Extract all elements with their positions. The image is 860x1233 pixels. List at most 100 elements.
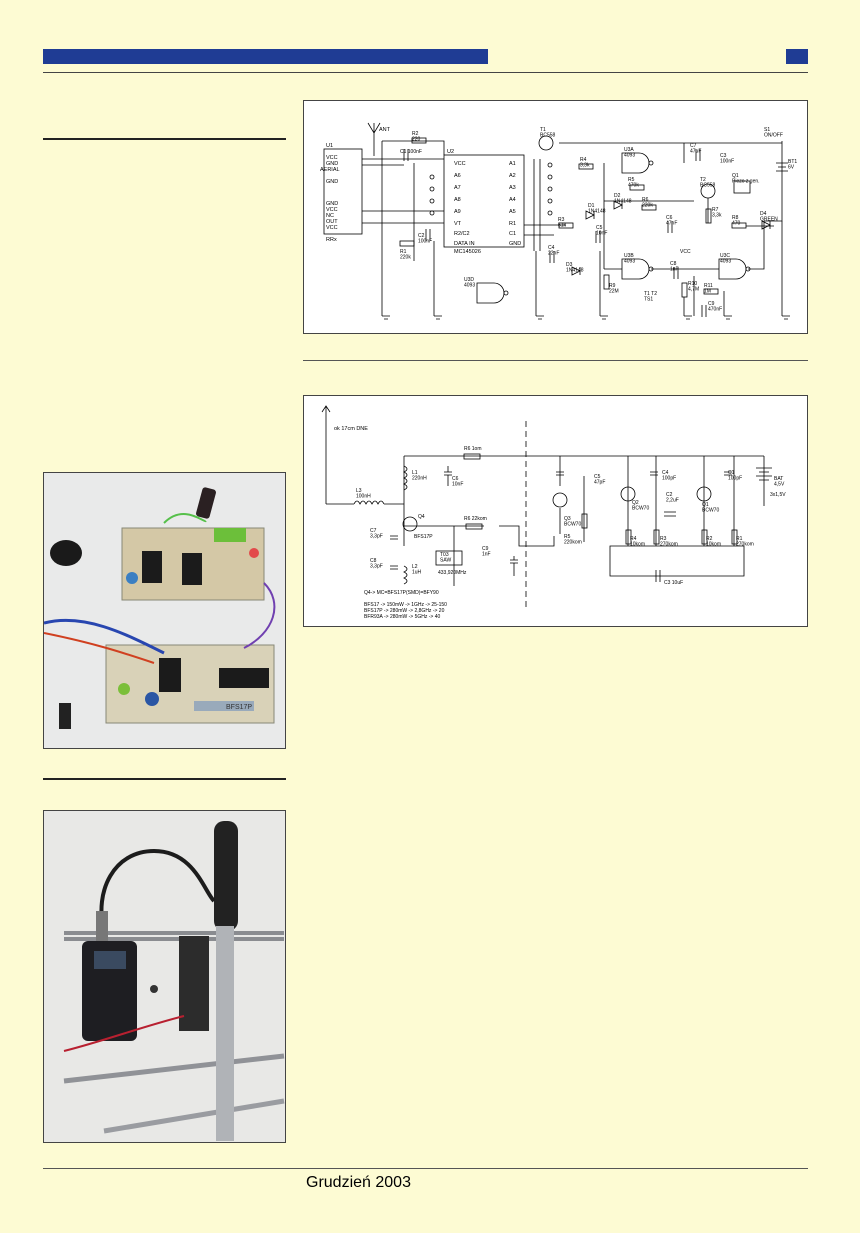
svg-text:C22,2uF: C22,2uF (666, 492, 679, 504)
svg-text:C1 100nF: C1 100nF (400, 149, 422, 155)
note-line-4: BFR93A -> 280mW -> 5GHz -> 40 (364, 614, 440, 620)
transistor-t1 (538, 135, 554, 151)
u1-pin-nc: NC (326, 213, 334, 219)
resistor-r6b (465, 523, 483, 530)
diode-d3 (571, 266, 581, 276)
gate-u3b (621, 258, 650, 280)
footer-rule (43, 1168, 808, 1169)
u2-label: U2 (447, 149, 454, 155)
antenna-symbol (367, 122, 381, 156)
resistor-r1 (731, 529, 738, 545)
piezo-q1 (733, 180, 751, 194)
bias-loop (609, 545, 745, 577)
antenna-label: ANT (379, 127, 391, 133)
svg-text:A9: A9 (454, 209, 461, 215)
u1-pin-out: OUT (326, 219, 338, 225)
resistor-r9 (603, 274, 610, 290)
ground-symbols (382, 315, 790, 320)
svg-text:A4: A4 (509, 197, 516, 203)
footer-date: Grudzień 2003 (306, 1174, 411, 1191)
resistor-r2 (701, 529, 708, 545)
svg-text:R6 1om: R6 1om (464, 446, 482, 452)
diode-d2 (613, 200, 623, 210)
svg-text:DATA IN: DATA IN (454, 241, 475, 247)
svg-text:R1: R1 (509, 221, 516, 227)
antenna-handle (214, 821, 238, 931)
gate-u3a (621, 152, 650, 174)
resistor-r5 (629, 184, 645, 191)
diode-d1 (585, 210, 595, 220)
ic-u2 (443, 154, 525, 248)
resistor-r5 (581, 513, 588, 529)
sidebar-rule-top (43, 138, 286, 140)
svg-text:C73,3pF: C73,3pF (370, 528, 383, 540)
resistor-r1 (399, 240, 415, 247)
svg-text:VT: VT (454, 221, 462, 227)
svg-text:A8: A8 (454, 197, 461, 203)
middle-rule (303, 360, 808, 361)
resistor-r8 (731, 222, 747, 229)
svg-text:VCC: VCC (454, 161, 466, 167)
svg-text:A6: A6 (454, 173, 461, 179)
led-d4 (761, 220, 771, 230)
svg-text:R6 22kom: R6 22kom (464, 516, 487, 522)
svg-text:Q4: Q4 (418, 514, 425, 520)
svg-text:433,920MHz: 433,920MHz (438, 570, 467, 576)
svg-text:C3 10uF: C3 10uF (664, 580, 683, 586)
svg-text:VCC: VCC (680, 249, 691, 255)
u1-pin-aerial: AERIAL (320, 167, 340, 173)
svg-text:3x1,5V: 3x1,5V (770, 492, 786, 498)
svg-text:C83,3pF: C83,3pF (370, 558, 383, 570)
svg-text:A7: A7 (454, 185, 461, 191)
header-rule (43, 72, 808, 73)
battery-holder (50, 540, 82, 566)
photo-receiver-antenna-image (44, 811, 285, 1142)
battery-bt1 (776, 141, 788, 191)
antenna-clip (179, 936, 209, 1031)
note-line-3: BFS17P -> 280mW -> 2,8GHz -> 20 (364, 608, 445, 614)
u2-part: MC145026 (454, 249, 481, 255)
note-line-2: BFS17 -> 150mW -> 1GHz -> 25-150 (364, 602, 447, 608)
svg-text:A1: A1 (509, 161, 516, 167)
svg-text:BFS17P: BFS17P (414, 534, 433, 540)
photo-circuit-boards: BFS17P (43, 472, 286, 749)
svg-text:A5: A5 (509, 209, 516, 215)
resistor-r11 (703, 288, 719, 295)
photo1-module-label: BFS17P (226, 704, 252, 711)
resistor-r6a (463, 453, 481, 460)
schematic-receiver-figure: U1 VCC GND AERIAL GND GND VCC NC OUT VCC… (303, 100, 808, 334)
transistor-q4 (402, 516, 418, 532)
u1-pin-gnd3: GND (326, 201, 338, 207)
